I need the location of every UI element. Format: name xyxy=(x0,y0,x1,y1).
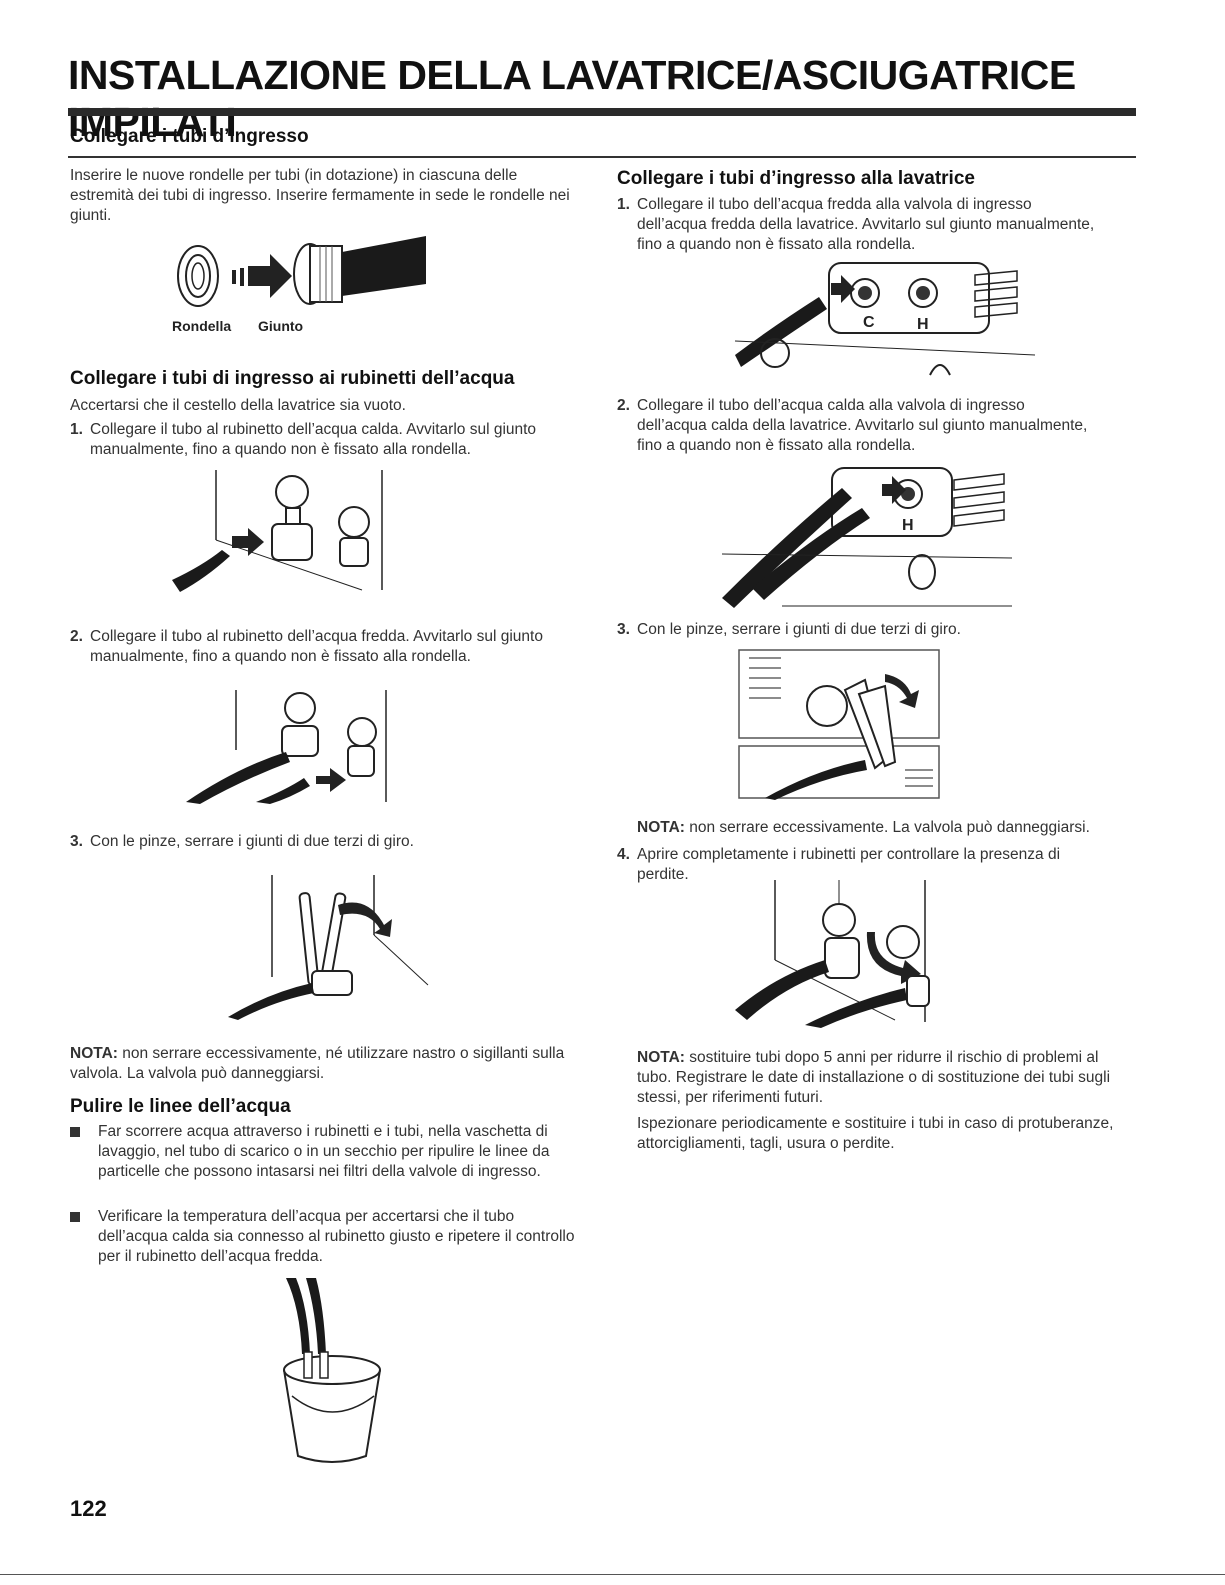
right-step-1: 1. Collegare il tubo dell’acqua fredda a… xyxy=(617,196,1095,253)
left-step-1: 1. Collegare il tubo al rubinetto dell’a… xyxy=(70,421,537,458)
pliers-faucet-illustration xyxy=(228,875,429,1020)
washer-coupling-illustration xyxy=(177,236,426,307)
right-note-1: NOTA: non serrare eccessivamente. La val… xyxy=(637,819,1090,836)
section2-intro: Accertarsi che il cestello della lavatri… xyxy=(70,397,406,414)
title-rule xyxy=(68,108,1136,116)
left-note: NOTA: non serrare eccessivamente, né uti… xyxy=(70,1045,565,1082)
section-rule xyxy=(68,156,1136,158)
left-step-3: 3. Con le pinze, serrare i giunti di due… xyxy=(70,833,414,850)
left-step-2: 2. Collegare il tubo al rubinetto dell’a… xyxy=(70,628,543,665)
open-faucets-illustration xyxy=(735,880,930,1028)
section-title-inlet-hoses: Collegare i tubi d’ingresso xyxy=(70,126,309,147)
right-note-2: NOTA: sostituire tubi dopo 5 anni per ri… xyxy=(637,1049,1111,1106)
cold-valve-illustration: C H xyxy=(734,262,1036,376)
pliers-valve-illustration xyxy=(738,649,940,800)
bucket-hoses-illustration xyxy=(283,1278,381,1463)
bullet-flush: Far scorrere acqua attraverso i rubinett… xyxy=(70,1122,575,1182)
cold-faucet-illustration xyxy=(186,690,387,804)
section1-text: Inserire le nuove rondelle per tubi (in … xyxy=(70,167,570,224)
section-title-flush: Pulire le linee dell’acqua xyxy=(70,1096,291,1117)
bottom-rule xyxy=(0,1574,1225,1575)
label-coupling: Giunto xyxy=(258,318,304,334)
inspect-text: Ispezionare periodicamente e sostituire … xyxy=(637,1115,1114,1152)
right-step-2: 2. Collegare il tubo dell’acqua calda al… xyxy=(617,397,1088,454)
section-title-washer-inlet: Collegare i tubi d’ingresso alla lavatri… xyxy=(617,168,975,189)
section-title-faucets: Collegare i tubi di ingresso ai rubinett… xyxy=(70,368,515,389)
hot-faucet-illustration xyxy=(172,470,383,592)
right-step-4: 4. Aprire completamente i rubinetti per … xyxy=(617,846,1061,883)
label-washer: Rondella xyxy=(172,318,232,334)
right-step-3: 3. Con le pinze, serrare i giunti di due… xyxy=(617,621,961,638)
page-number: 122 xyxy=(70,1496,107,1521)
valve-label-h-2: H xyxy=(902,517,914,534)
hot-valve-illustration: H xyxy=(721,467,1013,608)
valve-label-c: C xyxy=(863,314,875,331)
page-title: INSTALLAZIONE DELLA LAVATRICE/ASCIUGATRI… xyxy=(68,52,1076,145)
bullet-temperature: Verificare la temperatura dell’acqua per… xyxy=(70,1207,575,1267)
valve-label-h: H xyxy=(917,316,929,333)
